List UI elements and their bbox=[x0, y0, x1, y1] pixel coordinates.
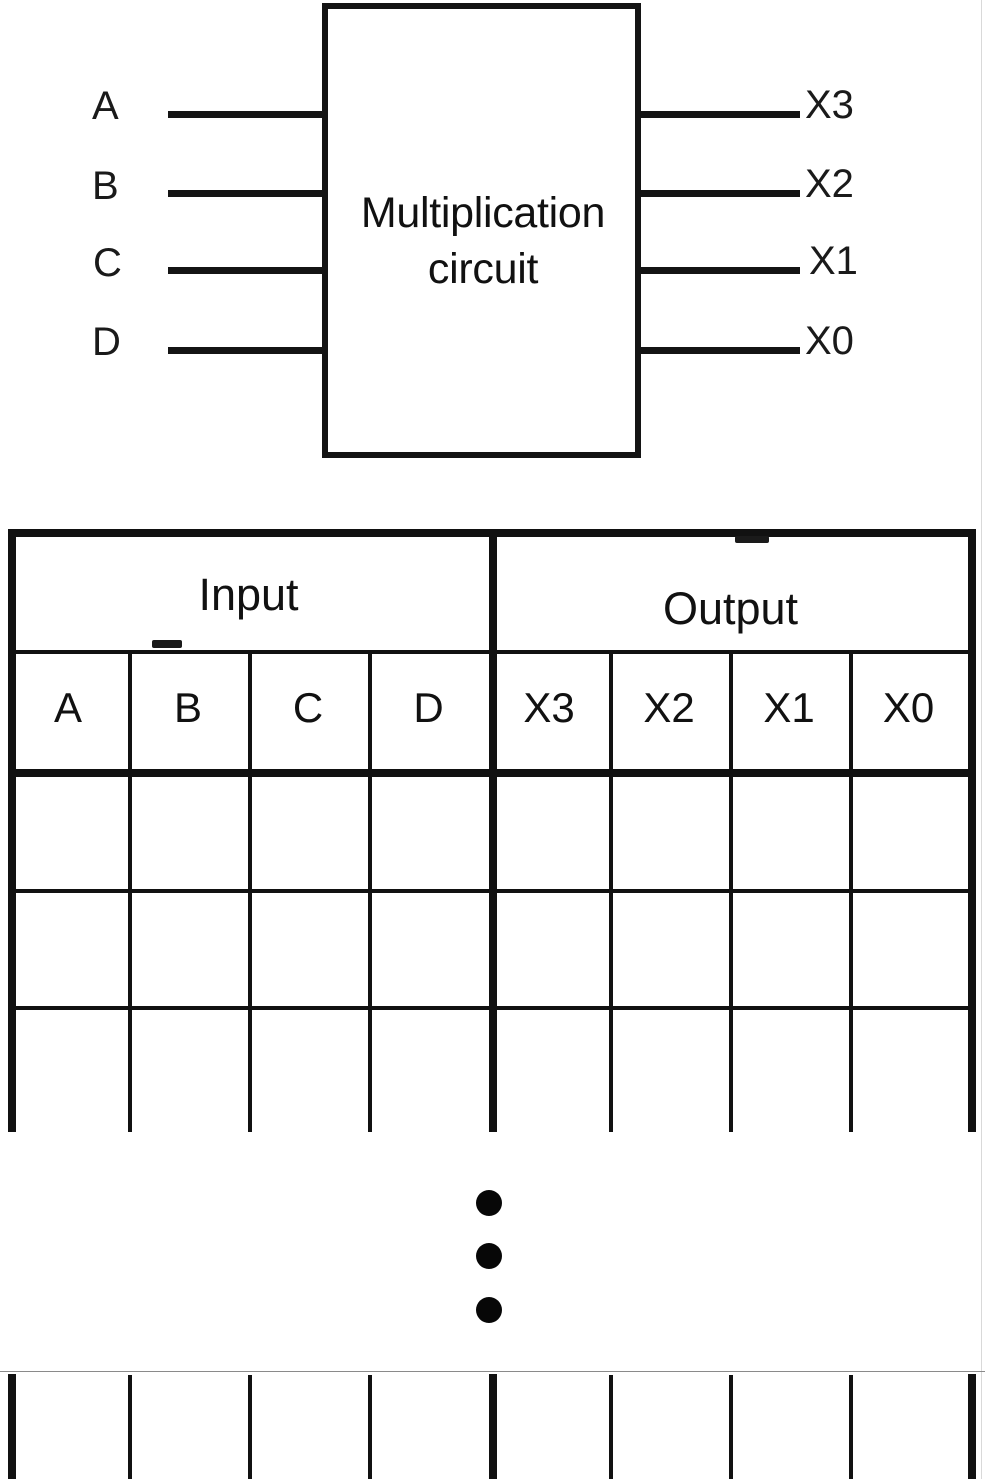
col-header-x2: X2 bbox=[643, 684, 695, 731]
continued-col-divider-a-b bbox=[128, 1375, 132, 1479]
output-pin-label-x1: X1 bbox=[809, 239, 858, 283]
ellipsis-dot bbox=[476, 1297, 502, 1323]
col-header-b: B bbox=[173, 684, 202, 731]
page-edge-rule bbox=[981, 0, 982, 1479]
col-header-x1: X1 bbox=[763, 684, 815, 731]
output-pin-label-x0: X0 bbox=[805, 319, 854, 363]
col-divider-x2-x1 bbox=[729, 650, 733, 1132]
input-wire-c bbox=[168, 267, 326, 274]
continued-left-border bbox=[8, 1374, 16, 1479]
col-header-a: A bbox=[53, 684, 82, 731]
output-pin-label-x2: X2 bbox=[805, 162, 854, 206]
input-pin-label-c: C bbox=[93, 241, 122, 285]
group-header-output: Output bbox=[662, 583, 799, 634]
output-wire-x2 bbox=[638, 190, 800, 197]
output-wire-x1 bbox=[638, 267, 800, 274]
table-row bbox=[8, 1375, 972, 1479]
ellipsis-dot bbox=[476, 1243, 502, 1269]
table-right-border bbox=[968, 529, 976, 1132]
ellipsis-dot bbox=[476, 1190, 502, 1216]
output-wire-x0 bbox=[638, 347, 800, 354]
input-pin-label-a: A bbox=[92, 84, 119, 128]
col-header-x3: X3 bbox=[523, 684, 575, 731]
input-wire-b bbox=[168, 190, 326, 197]
col-divider-c-d bbox=[368, 650, 372, 1132]
table-row bbox=[8, 1010, 972, 1132]
col-header-x0: X0 bbox=[882, 684, 935, 731]
block-title-line2: circuit bbox=[427, 244, 539, 293]
continued-input-output-divider bbox=[489, 1374, 497, 1479]
output-pin-label-x3: X3 bbox=[805, 83, 854, 127]
table-left-border bbox=[8, 529, 16, 1132]
continued-col-divider-c-d bbox=[368, 1375, 372, 1479]
continued-col-divider-x3-x2 bbox=[609, 1375, 613, 1479]
input-wire-d bbox=[168, 347, 326, 354]
continued-top-rule bbox=[0, 1371, 985, 1372]
block-diagram: A B C D X3 X2 X1 X0 Multiplication circu… bbox=[0, 0, 985, 500]
input-pin-label-b: B bbox=[92, 164, 119, 208]
col-header-d: D bbox=[413, 684, 444, 731]
group-header-input: Input bbox=[198, 569, 299, 620]
continued-col-divider-x1-x0 bbox=[849, 1375, 853, 1479]
input-output-divider bbox=[489, 529, 497, 1132]
block-title-line1: Multiplication bbox=[360, 189, 606, 237]
col-header-c: C bbox=[292, 684, 324, 731]
col-divider-x1-x0 bbox=[849, 650, 853, 1132]
table-row bbox=[8, 893, 972, 1006]
continued-col-divider-b-c bbox=[248, 1375, 252, 1479]
block-title: Multiplication circuit bbox=[322, 186, 644, 298]
table-row bbox=[8, 773, 972, 889]
col-divider-b-c bbox=[248, 650, 252, 1132]
col-divider-x3-x2 bbox=[609, 650, 613, 1132]
scan-artifact-upper bbox=[735, 536, 769, 543]
continued-right-border bbox=[968, 1374, 976, 1479]
input-wire-a bbox=[168, 111, 326, 118]
output-wire-x3 bbox=[638, 111, 800, 118]
input-pin-label-d: D bbox=[92, 320, 121, 364]
multiplication-circuit-block bbox=[322, 3, 641, 458]
continued-col-divider-x2-x1 bbox=[729, 1375, 733, 1479]
col-divider-a-b bbox=[128, 650, 132, 1132]
scan-artifact-lower bbox=[152, 640, 182, 648]
